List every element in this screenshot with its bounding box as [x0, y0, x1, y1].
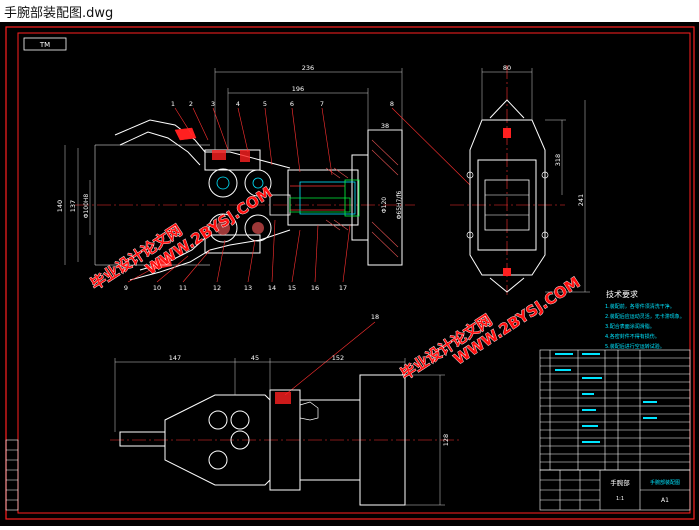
part-11: 11 [179, 284, 187, 292]
dim-147: 147 [169, 354, 181, 362]
tech-notes: 1.装配前，各零件须清洗干净。 2.装配后应运动灵活，无卡滞现象。 3.配合表面… [605, 303, 685, 350]
dim-137: 137 [69, 200, 77, 212]
dim-236: 236 [302, 64, 314, 72]
dim-196: 196 [292, 85, 304, 93]
side-dimensions [481, 68, 590, 293]
top-view [110, 374, 460, 506]
notes-title: 技术要求 [606, 289, 638, 299]
note-2: 2.装配后应运动灵活，无卡滞现象。 [605, 313, 685, 320]
dim-phi65: Φ65H7/f6 [396, 191, 403, 220]
part-1: 1 [171, 100, 175, 108]
title-block-drawing-name: 手腕部装配图 [650, 479, 680, 486]
part-10: 10 [153, 284, 161, 292]
part-12: 12 [213, 284, 221, 292]
dim-phi120: Φ120 [381, 197, 388, 213]
title-block-name: 手腕部 [610, 478, 630, 487]
part-15: 15 [288, 284, 296, 292]
outer-frame [5, 26, 695, 520]
part-2: 2 [189, 100, 193, 108]
dim-128: 128 [442, 434, 450, 446]
window-title: 手腕部装配图.dwg [4, 6, 114, 21]
part-6: 6 [290, 100, 294, 108]
note-4: 4.各密封件不得有损伤。 [605, 333, 660, 340]
side-view [450, 65, 565, 295]
part-7: 7 [320, 100, 324, 108]
part-16: 16 [311, 284, 319, 292]
note-1: 1.装配前，各零件须清洗干净。 [605, 303, 675, 310]
dim-318: 318 [554, 154, 562, 166]
part-9: 9 [124, 284, 128, 292]
dim-38: 38 [381, 122, 389, 130]
dim-45: 45 [251, 354, 259, 362]
dim-phi100: Φ100H8 [83, 194, 90, 219]
top-dimensions [114, 358, 445, 506]
cad-drawing-canvas[interactable]: TM [0, 22, 699, 526]
side-table [5, 439, 19, 511]
dim-241: 241 [577, 194, 585, 206]
note-3: 3.配合表面涂润滑脂。 [605, 323, 655, 330]
bom-table [539, 349, 691, 471]
title-tag: TM [39, 41, 50, 49]
part-3: 3 [211, 100, 215, 108]
dim-152: 152 [332, 354, 344, 362]
part-18: 18 [371, 313, 379, 321]
cad-drawing: TM [5, 26, 695, 520]
inner-frame [17, 32, 691, 514]
part-leaders [127, 107, 471, 396]
window-titlebar: 手腕部装配图.dwg [0, 0, 699, 22]
title-tag-box [23, 37, 67, 51]
title-block-sheet: A1 [661, 497, 669, 504]
part-17: 17 [339, 284, 347, 292]
dim-80: 80 [503, 64, 511, 72]
part-5: 5 [263, 100, 267, 108]
front-dimensions [64, 68, 403, 265]
dim-140: 140 [56, 200, 64, 212]
part-8: 8 [390, 100, 394, 108]
part-13: 13 [244, 284, 252, 292]
title-block-scale: 1:1 [616, 496, 624, 502]
part-4: 4 [236, 100, 240, 108]
note-5: 5.装配后进行空运转试验。 [605, 343, 665, 350]
part-14: 14 [268, 284, 276, 292]
title-block [539, 469, 691, 511]
